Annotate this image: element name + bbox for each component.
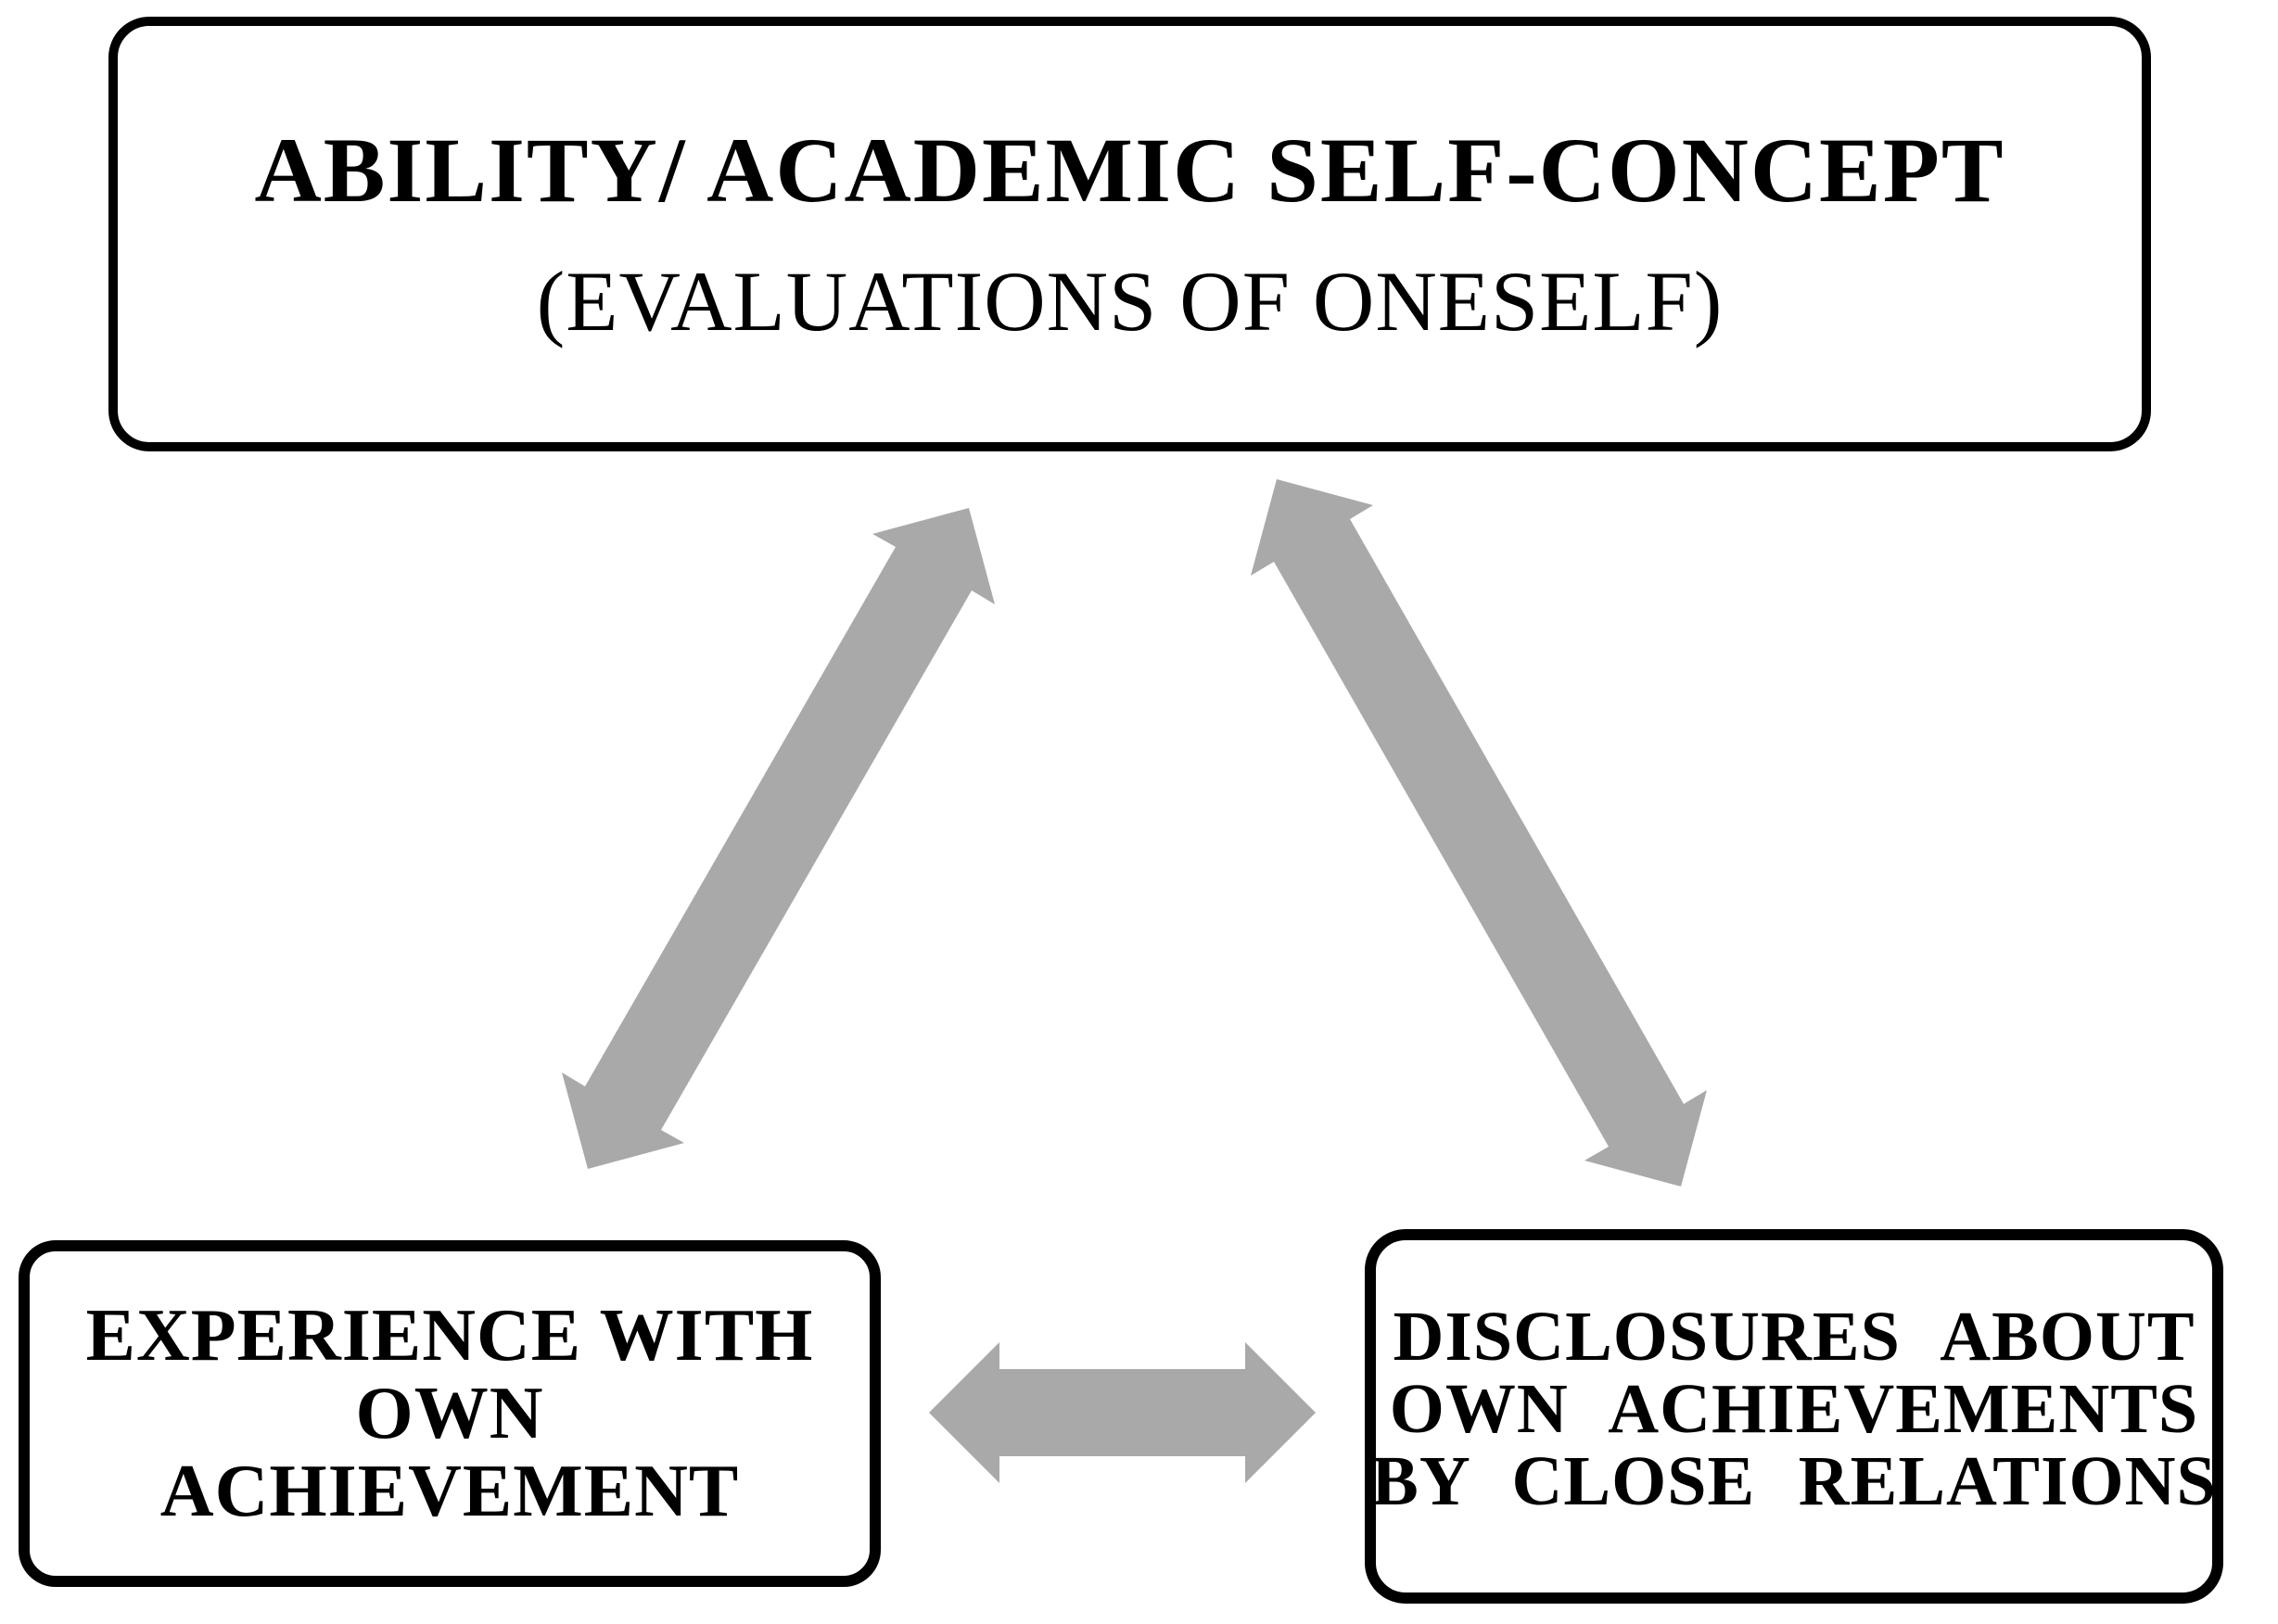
arrow-experience-disclosures — [929, 1342, 1316, 1483]
arrow-self-concept-experience — [562, 508, 995, 1169]
disclosures-line-1: DISCLOSURES ABOUT — [1393, 1298, 2195, 1376]
arrow-self-concept-disclosures — [1251, 479, 1707, 1186]
experience-line-3: ACHIEVEMENT — [159, 1451, 740, 1532]
disclosures-line-3: BY CLOSE RELATIONS — [1371, 1442, 2217, 1520]
self-concept-subtitle: (EVALUATIONS OF ONESELF) — [536, 254, 1724, 349]
disclosures-line-2: OWN ACHIEVEMENTS — [1389, 1370, 2199, 1448]
experience-line-2: OWN — [355, 1373, 544, 1454]
experience-line-1: EXPERIENCE WITH — [85, 1295, 814, 1377]
node-disclosures-by-close-relations: DISCLOSURES ABOUT OWN ACHIEVEMENTS BY CL… — [1365, 1229, 2223, 1604]
node-experience-with-own-achievement: EXPERIENCE WITH OWN ACHIEVEMENT — [19, 1240, 881, 1587]
self-concept-title: ABILITY/ ACADEMIC SELF-CONCEPT — [254, 119, 2005, 222]
node-ability-academic-self-concept: ABILITY/ ACADEMIC SELF-CONCEPT (EVALUATI… — [108, 17, 2151, 451]
